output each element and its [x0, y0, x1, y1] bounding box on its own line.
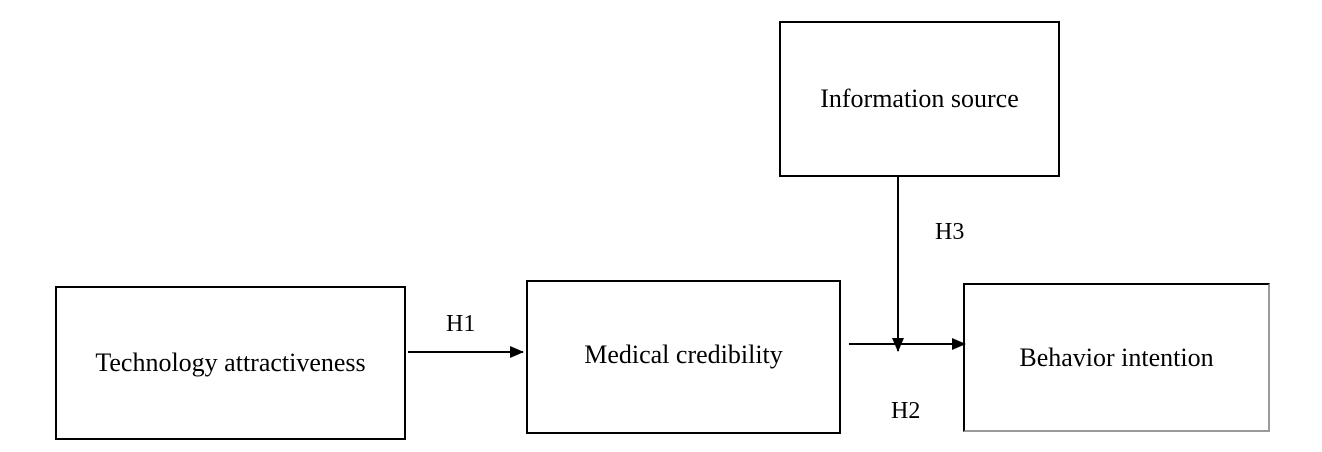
node-technology-attractiveness-label: Technology attractiveness	[95, 348, 366, 377]
hypothesis-h2-label: H2	[891, 398, 921, 424]
hypothesis-h1-label: H1	[446, 311, 476, 337]
node-technology-attractiveness: Technology attractiveness	[55, 286, 406, 440]
node-medical-credibility-label: Medical credibility	[584, 340, 783, 369]
node-behavior-intention: Behavior intention	[963, 283, 1270, 432]
node-medical-credibility: Medical credibility	[526, 280, 841, 434]
node-behavior-intention-label: Behavior intention	[1019, 342, 1214, 372]
node-information-source-label: Information source	[820, 84, 1019, 113]
node-information-source: Information source	[779, 21, 1060, 177]
hypothesis-h3-label: H3	[935, 219, 965, 245]
